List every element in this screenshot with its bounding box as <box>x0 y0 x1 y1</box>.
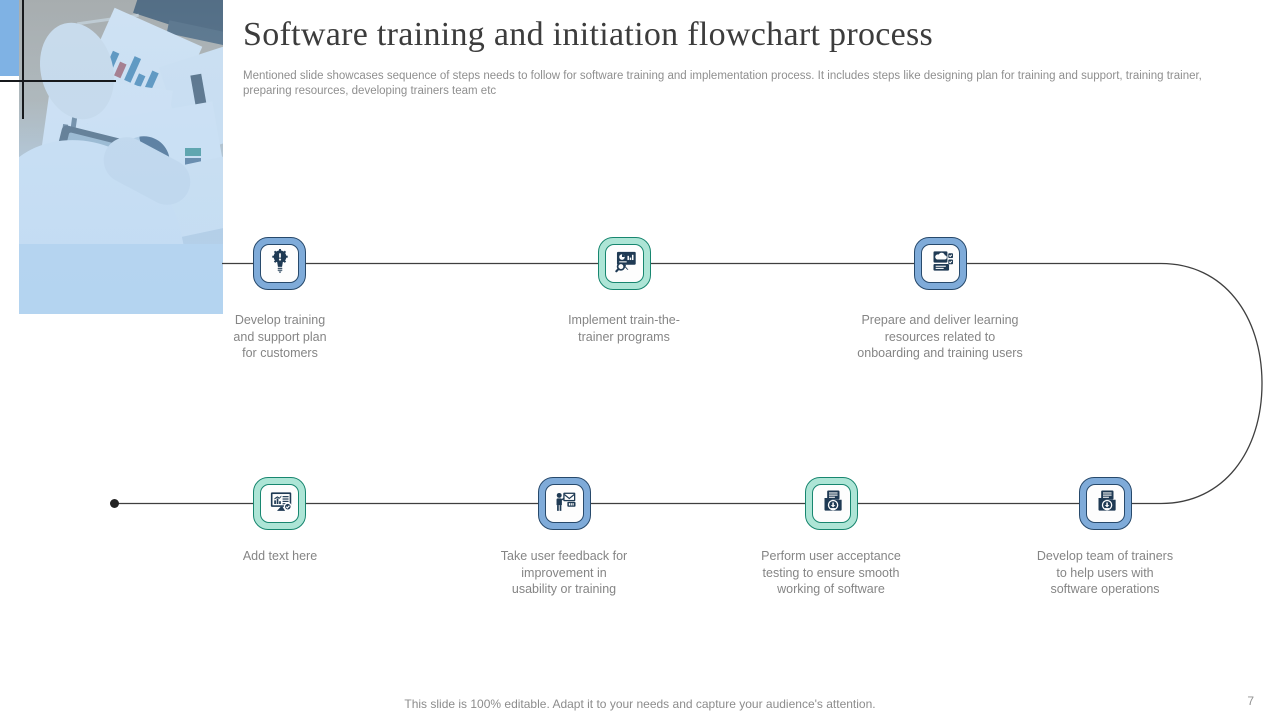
folder-download-icon <box>1091 486 1121 521</box>
page-title: Software training and initiation flowcha… <box>243 16 934 53</box>
step-node-develop-plan[interactable] <box>253 237 306 290</box>
step-node-add-text[interactable] <box>253 477 306 530</box>
lightbulb-gear-icon <box>265 246 295 281</box>
presenter-board-icon <box>550 486 580 521</box>
step-label-add-text[interactable]: Add text here <box>242 549 318 563</box>
monitor-chart-icon <box>265 486 295 521</box>
step-node-acceptance-testing[interactable] <box>805 477 858 530</box>
step-node-user-feedback[interactable] <box>538 477 591 530</box>
step-label-user-feedback[interactable]: Take user feedback for improvement in us… <box>500 549 628 596</box>
folder-download-icon <box>817 486 847 521</box>
slide-description: Mentioned slide showcases sequence of st… <box>243 70 1202 97</box>
flow-start-dot <box>110 499 119 508</box>
step-label-train-the-trainer[interactable]: Implement train-the- trainer programs <box>568 313 680 344</box>
accent-rectangle <box>0 0 19 76</box>
presentation-search-icon <box>610 246 640 281</box>
cloud-documents-icon <box>926 246 956 281</box>
cross-line-horizontal <box>0 80 116 82</box>
step-label-develop-plan[interactable]: Develop training and support plan for cu… <box>233 313 327 360</box>
step-node-learning-resources[interactable] <box>914 237 967 290</box>
step-label-acceptance-testing[interactable]: Perform user acceptance testing to ensur… <box>761 549 901 596</box>
page-number: 7 <box>1247 694 1254 708</box>
step-label-team-of-trainers[interactable]: Develop team of trainers to help users w… <box>1036 549 1174 596</box>
step-node-team-of-trainers[interactable] <box>1079 477 1132 530</box>
desk-analytics-photo <box>19 0 223 314</box>
cross-line-vertical <box>22 0 24 119</box>
step-node-train-the-trainer[interactable] <box>598 237 651 290</box>
step-label-learning-resources[interactable]: Prepare and deliver learning resources r… <box>857 313 1023 360</box>
footer-note: This slide is 100% editable. Adapt it to… <box>404 697 876 711</box>
